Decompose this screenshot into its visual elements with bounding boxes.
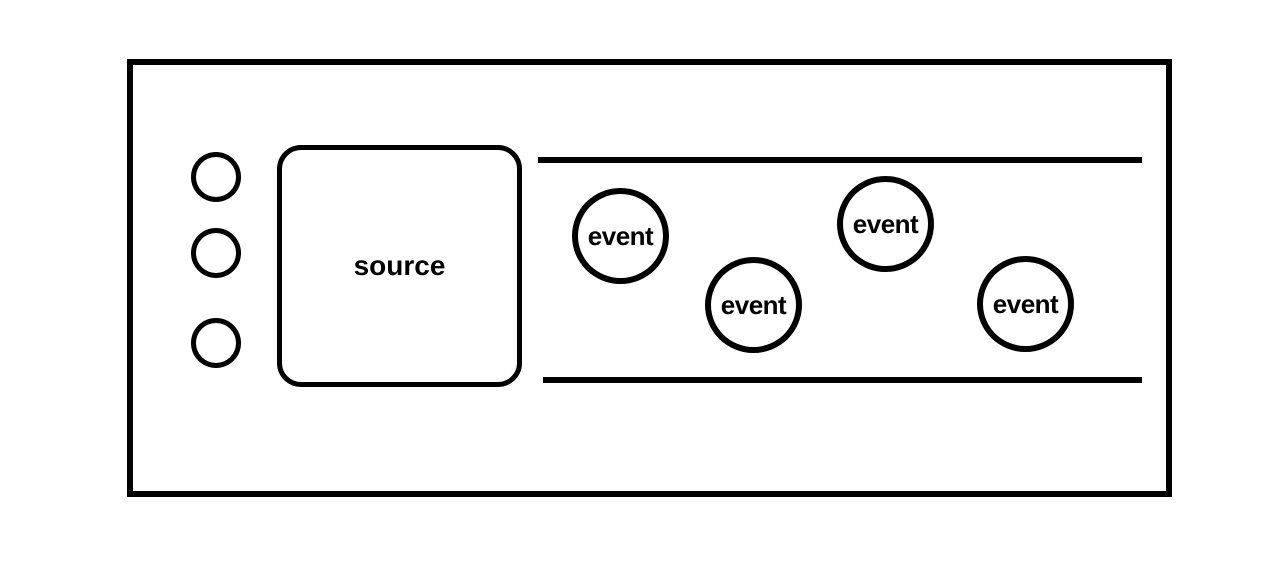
stream-top-line <box>538 157 1142 163</box>
event-node-label: event <box>852 209 919 239</box>
queue-dot-circle <box>191 152 241 202</box>
event-node-label: event <box>720 290 787 320</box>
event-node: event <box>705 257 802 353</box>
queue-dot-circle <box>191 228 241 278</box>
event-node: event <box>837 176 934 272</box>
system-boundary-rect <box>127 59 1172 497</box>
source-node: source <box>277 145 522 387</box>
event-node: event <box>977 256 1074 352</box>
queue-dot-circle <box>191 318 241 368</box>
stream-bottom-line <box>543 377 1142 383</box>
event-node-label: event <box>992 289 1059 319</box>
event-node-label: event <box>587 221 654 251</box>
event-node: event <box>572 188 669 284</box>
source-node-label: source <box>353 250 446 281</box>
